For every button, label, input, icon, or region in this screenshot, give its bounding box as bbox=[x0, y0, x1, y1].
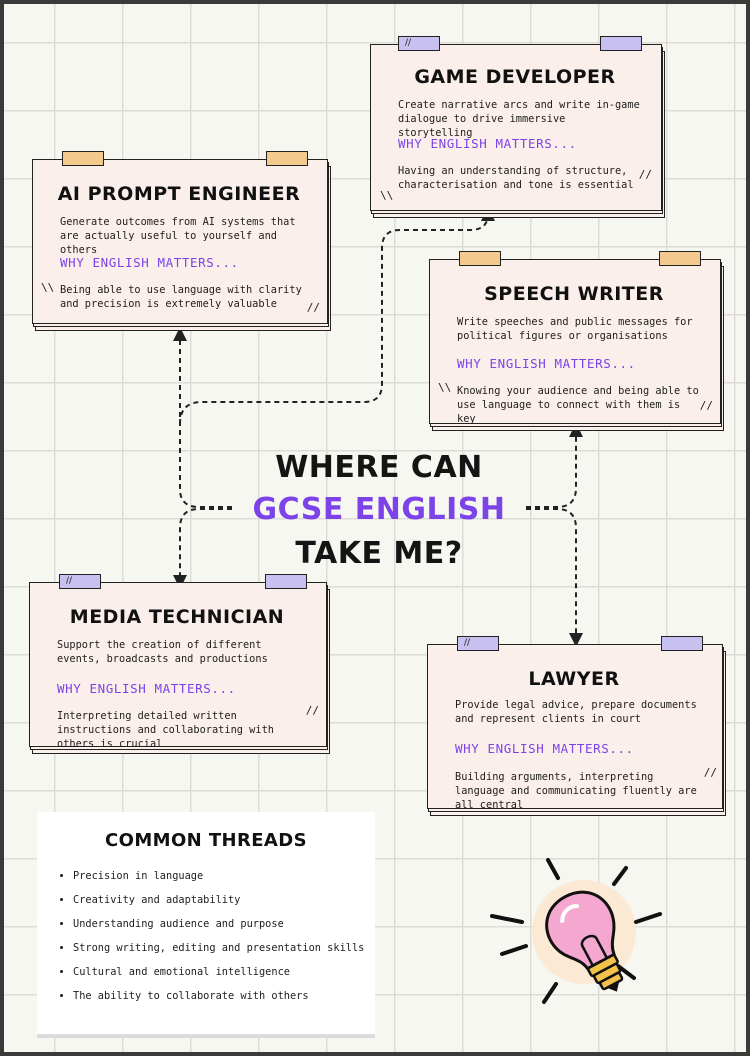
common-threads-title: COMMON THREADS bbox=[105, 830, 307, 851]
card-title: MEDIA TECHNICIAN bbox=[69, 606, 285, 628]
arrow-to-ai-prompt-engineer bbox=[173, 327, 232, 508]
headline-line-1: WHERE CAN bbox=[275, 450, 483, 485]
card-description: Generate outcomes from AI systems that a… bbox=[60, 216, 296, 256]
arrow-to-lawyer bbox=[526, 508, 583, 647]
sketch-mark: \\ bbox=[438, 381, 452, 394]
common-threads-list: Precision in language Creativity and ada… bbox=[51, 864, 364, 1008]
arrow-to-media-technician bbox=[173, 508, 232, 589]
card-title: GAME DEVELOPER bbox=[414, 66, 616, 88]
tape-strip bbox=[266, 151, 308, 166]
sketch-mark: \\ bbox=[41, 281, 55, 294]
connector-arrows bbox=[173, 207, 583, 647]
tape-strip bbox=[659, 251, 701, 266]
list-item: Strong writing, editing and presentation… bbox=[73, 936, 364, 960]
card-media-technician: // MEDIA TECHNICIAN Support the creation… bbox=[29, 574, 330, 754]
why-english-matters-label: WHY ENGLISH MATTERS... bbox=[60, 255, 239, 270]
why-english-matters-label: WHY ENGLISH MATTERS... bbox=[57, 681, 236, 696]
card-title: AI PROMPT ENGINEER bbox=[57, 183, 301, 205]
sketch-mark: // bbox=[699, 399, 713, 412]
card-reason: Having an understanding of structure, ch… bbox=[398, 165, 634, 191]
card-ai-prompt-engineer: AI PROMPT ENGINEER Generate outcomes fro… bbox=[32, 151, 331, 331]
sketch-mark: // bbox=[703, 766, 717, 779]
tape-strip: // bbox=[59, 574, 101, 589]
tape-strip: // bbox=[398, 36, 440, 51]
card-title: SPEECH WRITER bbox=[484, 283, 664, 305]
sketch-mark: \\ bbox=[380, 189, 394, 202]
card-reason: Knowing your audience and being able to … bbox=[457, 385, 699, 425]
card-description: Provide legal advice, prepare documents … bbox=[455, 699, 697, 725]
why-english-matters-label: WHY ENGLISH MATTERS... bbox=[457, 356, 636, 371]
tape-strip bbox=[600, 36, 642, 51]
lightbulb-icon bbox=[490, 858, 662, 1004]
arrow-to-speech-writer bbox=[526, 423, 583, 508]
list-item: The ability to collaborate with others bbox=[73, 984, 364, 1008]
tape-strip bbox=[459, 251, 501, 266]
tape-strip: // bbox=[457, 636, 499, 651]
card-description: Support the creation of different events… bbox=[57, 639, 268, 665]
card-speech-writer: SPEECH WRITER Write speeches and public … bbox=[429, 251, 724, 431]
tape-strip bbox=[265, 574, 307, 589]
tape-strip bbox=[62, 151, 104, 166]
list-item: Understanding audience and purpose bbox=[73, 912, 364, 936]
sketch-mark: // bbox=[305, 704, 319, 717]
common-threads-panel: COMMON THREADS Precision in language Cre… bbox=[37, 812, 375, 1034]
sketch-mark: // bbox=[306, 301, 320, 314]
headline-line-3: TAKE ME? bbox=[295, 536, 463, 571]
card-reason: Interpreting detailed written instructio… bbox=[57, 710, 274, 750]
tape-strip bbox=[661, 636, 703, 651]
card-description: Create narrative arcs and write in-game … bbox=[398, 99, 640, 139]
list-item: Creativity and adaptability bbox=[73, 888, 364, 912]
card-description: Write speeches and public messages for p… bbox=[457, 316, 693, 342]
card-game-developer: // GAME DEVELOPER Create narrative arcs … bbox=[370, 36, 665, 218]
why-english-matters-label: WHY ENGLISH MATTERS... bbox=[455, 741, 634, 756]
card-title: LAWYER bbox=[528, 668, 620, 690]
arrow-to-game-developer bbox=[179, 207, 495, 425]
list-item: Cultural and emotional intelligence bbox=[73, 960, 364, 984]
why-english-matters-label: WHY ENGLISH MATTERS... bbox=[398, 136, 577, 151]
card-reason: Building arguments, interpreting languag… bbox=[455, 771, 697, 811]
sketch-mark: // bbox=[638, 168, 652, 181]
card-lawyer: // LAWYER Provide legal advice, prepare … bbox=[427, 636, 726, 816]
headline-line-2: GCSE ENGLISH bbox=[252, 492, 506, 527]
card-reason: Being able to use language with clarity … bbox=[60, 284, 302, 310]
list-item: Precision in language bbox=[73, 864, 364, 888]
